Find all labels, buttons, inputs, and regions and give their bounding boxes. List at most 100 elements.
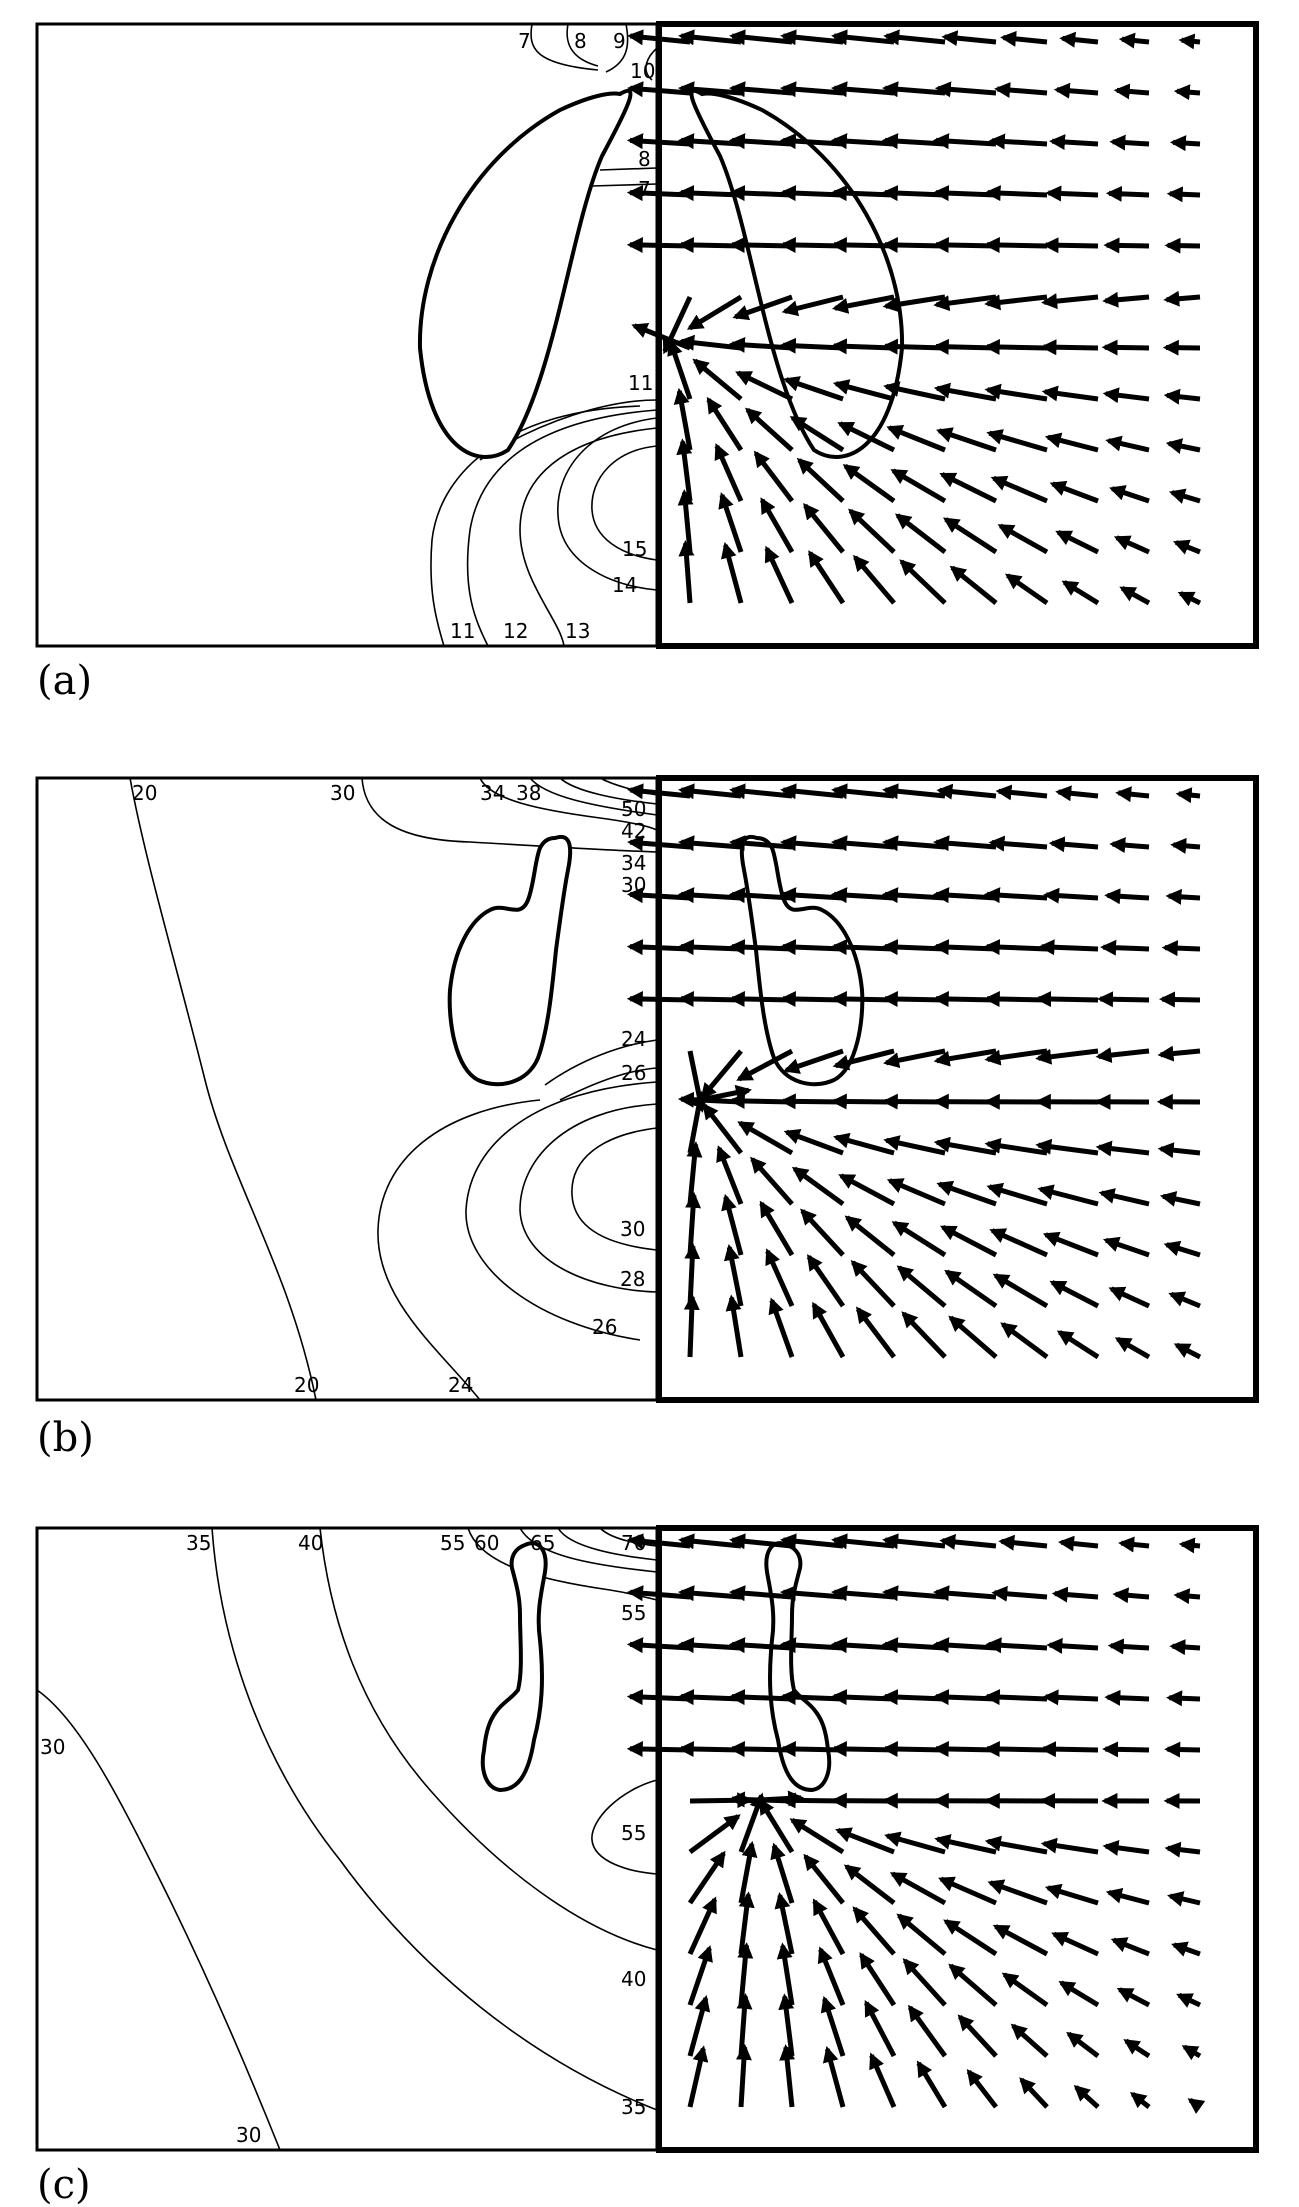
contour-label: 28 [620,1267,645,1291]
velocity-vector [1058,1535,1099,1552]
velocity-vector [735,370,794,402]
velocity-vector [1109,134,1150,151]
velocity-vector [835,1827,895,1855]
contour-label: 38 [516,781,541,805]
velocity-vector [1129,2092,1151,2109]
velocity-vector [902,1958,947,2007]
velocity-vector [1181,2044,1202,2061]
velocity-vector [1035,1138,1099,1156]
contour-label: 11 [450,619,475,643]
panel-a-contour-plot: 7 8 9 10 8 7 11 15 14 11 12 13 [35,22,659,648]
velocity-vector [1095,1140,1150,1157]
velocity-vector [783,376,844,402]
velocity-vector [1040,1837,1099,1855]
velocity-vector [859,1952,897,2007]
velocity-vector [1178,1537,1201,1554]
velocity-vector [1004,573,1049,606]
contour-label: 24 [448,1373,473,1397]
velocity-vector [1059,31,1099,48]
velocity-vector [831,1533,895,1550]
velocity-vector [811,1301,846,1359]
velocity-vector [948,1963,998,2007]
velocity-vector [938,1876,997,1906]
velocity-vector [1171,1941,1201,1957]
velocity-vector [1114,1336,1151,1360]
velocity-vector [1110,1937,1150,1957]
velocity-vector [934,81,997,98]
velocity-vector [718,492,744,553]
velocity-vector [983,887,1048,904]
contour-label: 50 [621,797,646,821]
velocity-vector [627,29,691,46]
velocity-vector [765,1248,795,1308]
velocity-vector [729,1533,793,1550]
velocity-vector [631,323,691,351]
contour-line [36,1689,281,2151]
velocity-vector [1113,83,1150,100]
velocity-vector [933,294,997,312]
velocity-vector [1166,186,1201,203]
velocity-vector [1164,237,1201,254]
velocity-vector [1066,2031,1100,2058]
velocity-vector [992,1924,1049,1957]
velocity-vector [1040,1741,1099,1758]
contour-line [529,777,658,816]
velocity-vector [1095,1047,1150,1064]
velocity-vector [1163,290,1201,307]
contour-label: 20 [132,781,157,805]
panel-c: 35 40 55 60 65 70 55 30 55 40 35 30 (c) [35,1525,1259,2207]
velocity-vector [1173,1342,1202,1360]
contour-line [211,1527,658,2111]
velocity-vector [1049,134,1099,151]
velocity-vector [896,1913,947,1956]
velocity-vector [932,133,997,150]
velocity-vector [702,1102,743,1155]
velocity-vector [890,468,947,504]
contour-line [519,427,658,647]
velocity-vector [759,497,795,554]
velocity-vector [883,1135,946,1156]
contour-label: 9 [613,29,626,53]
velocity-vector [1073,2084,1100,2109]
velocity-vector [687,1896,718,1956]
velocity-vector [1167,1891,1201,1907]
contour-label: 65 [530,1531,555,1555]
velocity-vector [1035,991,1099,1008]
velocity-vector [933,382,997,402]
velocity-vector [1173,1588,1201,1605]
contour-label: 35 [186,1531,211,1555]
velocity-vector [1116,1987,1151,2008]
velocity-vector [768,1297,795,1358]
contour-label: 24 [621,1027,646,1051]
velocity-vector [1109,837,1150,854]
velocity-vector [1046,1637,1099,1654]
velocity-vector [683,1293,700,1358]
velocity-vector [992,1273,1049,1309]
velocity-vector [1045,185,1099,202]
velocity-vector [796,457,845,503]
panel-b: 20 30 34 38 50 42 34 30 24 26 30 28 26 2… [35,775,1259,1461]
velocity-vector [1115,786,1150,803]
velocity-vector [894,513,947,554]
velocity-vector [1000,30,1048,47]
contour-line [599,1527,658,1547]
velocity-vector [776,1942,795,2006]
velocity-vector [783,1129,844,1156]
velocity-vector [725,1294,744,1358]
velocity-vector [986,1182,1048,1207]
contour-line [645,47,658,81]
velocity-vector [939,1534,997,1550]
velocity-vector [736,1048,794,1082]
panel-c-contour-plot: 35 40 55 60 65 70 55 30 55 40 35 30 [35,1526,659,2152]
velocity-vector [1164,1841,1201,1858]
velocity-vector [990,475,1048,504]
velocity-vector [678,783,742,800]
velocity-vector [1108,1286,1151,1309]
contour-line [591,183,658,187]
velocity-vector [936,427,997,453]
velocity-vector [1119,586,1151,606]
contour-label: 30 [40,1735,65,1759]
velocity-vector [1040,339,1099,356]
velocity-vector [1051,1931,1100,1957]
velocity-vector [1010,2023,1049,2058]
